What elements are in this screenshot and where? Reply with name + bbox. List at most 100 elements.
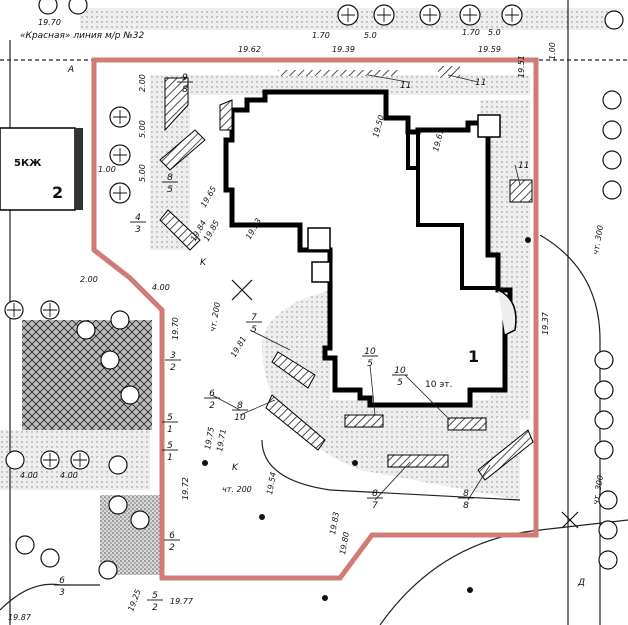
k-label: K <box>200 258 207 268</box>
red-line-label: «Красная» линия м/р №32 <box>20 31 144 41</box>
fraction-top: 8 <box>237 401 243 411</box>
trees <box>4 0 624 580</box>
paving-areas <box>0 8 620 575</box>
main-building-outline <box>223 89 513 408</box>
header-labels: «Красная» линия м/р №32 19.70 19.62 19.3… <box>20 18 557 78</box>
main-building-annex-top <box>477 114 501 138</box>
top-value-2: 19.62 <box>238 45 261 54</box>
item-label-11: 11 <box>475 78 486 88</box>
spot-elevation: 19.72 <box>181 477 190 500</box>
top-value-3: 19.39 <box>332 45 355 54</box>
fraction-label: 105 <box>392 366 408 388</box>
k-label: K <box>232 463 239 473</box>
fraction-bottom: 8 <box>182 85 188 95</box>
fraction-bottom: 2 <box>170 363 176 373</box>
bench-row-3 <box>387 454 449 468</box>
dimension-2: 5.0 <box>364 31 377 40</box>
main-building-1: 1 10 эт. 19.67 19.50 <box>223 89 517 408</box>
fraction-top: 8 <box>372 489 378 499</box>
fraction-label: 98 <box>177 73 193 95</box>
planter-courtyard-2 <box>265 394 326 451</box>
bench-row-2 <box>447 417 487 431</box>
fraction-bottom: 5 <box>251 325 257 335</box>
leader-lines <box>211 164 521 501</box>
dimension-1: 1.70 <box>312 31 330 40</box>
fraction-bottom: 2 <box>152 603 158 613</box>
survey-cross <box>231 279 579 529</box>
tree-row-west <box>4 300 150 580</box>
planter-northwest <box>164 77 189 132</box>
site-boundary <box>91 57 539 581</box>
item-labels: 11 11 11 <box>367 74 529 171</box>
dimension-4: 1.70 <box>462 28 480 37</box>
spot-elevation: 19.70 <box>171 317 180 340</box>
fraction-label: 51 <box>162 413 178 435</box>
fraction-bottom: 1 <box>167 425 173 435</box>
tree-crosses <box>7 8 519 467</box>
fraction-top: 4 <box>135 213 141 223</box>
main-building-step-right <box>416 168 498 290</box>
fraction-label: 88 <box>458 489 474 511</box>
road-sw-curve <box>0 583 100 611</box>
fraction-top: 5 <box>152 591 158 601</box>
fraction-top: 5 <box>167 413 173 423</box>
road-curve-south <box>379 519 628 625</box>
existing-building-number: 2 <box>52 183 63 202</box>
item-label-11: 11 <box>518 161 529 171</box>
existing-building-type: 5КЖ <box>14 158 42 169</box>
spot-elevation: 19.25 <box>126 588 142 613</box>
top-value-1: 19.70 <box>38 18 61 27</box>
planter-courtyard-1 <box>271 351 316 389</box>
fraction-bottom: 3 <box>59 588 65 598</box>
spot-elevation: 19.37 <box>541 311 550 335</box>
road-curve-east <box>539 234 601 625</box>
top-value-5: 19.51 <box>517 55 526 78</box>
spot-elevation: 19.83 <box>328 511 341 535</box>
marker-a: А <box>67 65 74 75</box>
existing-building-2: 5КЖ 2 <box>0 127 83 211</box>
fraction-label: 62 <box>204 389 220 411</box>
parking-dim: 2.00 <box>138 74 147 92</box>
parking-dim: 2.00 <box>80 275 98 284</box>
item-label-11: 11 <box>400 81 411 91</box>
planter-west-lower <box>159 209 201 251</box>
fraction-label: 52 <box>147 591 163 613</box>
fraction-bottom: 5 <box>367 359 373 369</box>
fraction-top: 10 <box>364 347 376 357</box>
fraction-top: 10 <box>394 366 406 376</box>
spot-elevation: 19.81 <box>229 335 248 359</box>
parking-dim: 1.00 <box>98 165 116 174</box>
spot-elevation: 19.54 <box>265 471 278 495</box>
waste-bin-area <box>509 179 533 203</box>
fraction-top: 5 <box>167 441 173 451</box>
fraction-top: 7 <box>251 313 257 323</box>
parking-dim: 5.00 <box>138 120 147 138</box>
main-building-porch-mid <box>311 261 331 283</box>
tree-note: чт. 300 <box>591 224 605 255</box>
fraction-bottom: 1 <box>167 453 173 463</box>
fraction-top: 6 <box>169 531 175 541</box>
spot-elevation: 19.75 <box>203 426 216 450</box>
tree-note: чт. 200 <box>208 301 222 332</box>
parking-dim: 4.00 <box>20 471 38 480</box>
fraction-bottom: 7 <box>372 501 378 511</box>
fraction-top: 3 <box>170 351 176 361</box>
main-building-porch-left <box>307 227 331 251</box>
marker-d: Д <box>577 578 585 588</box>
paving-area-courtyard <box>262 290 520 500</box>
hedge-northeast <box>438 66 460 78</box>
fraction-label: 43 <box>130 213 146 235</box>
fraction-label: 105 <box>362 347 378 369</box>
tree-row-east <box>594 90 622 570</box>
fraction-top: 9 <box>182 73 188 83</box>
bench-row-1 <box>344 414 384 428</box>
fraction-label: 51 <box>162 441 178 463</box>
fraction-top: 8 <box>463 489 469 499</box>
road-curve-courtyard <box>261 439 521 501</box>
fraction-bottom: 2 <box>169 543 175 553</box>
parking-dim: 4.00 <box>152 283 170 292</box>
spot-elevation: 19.71 <box>215 428 228 452</box>
fraction-top: 6 <box>209 389 215 399</box>
